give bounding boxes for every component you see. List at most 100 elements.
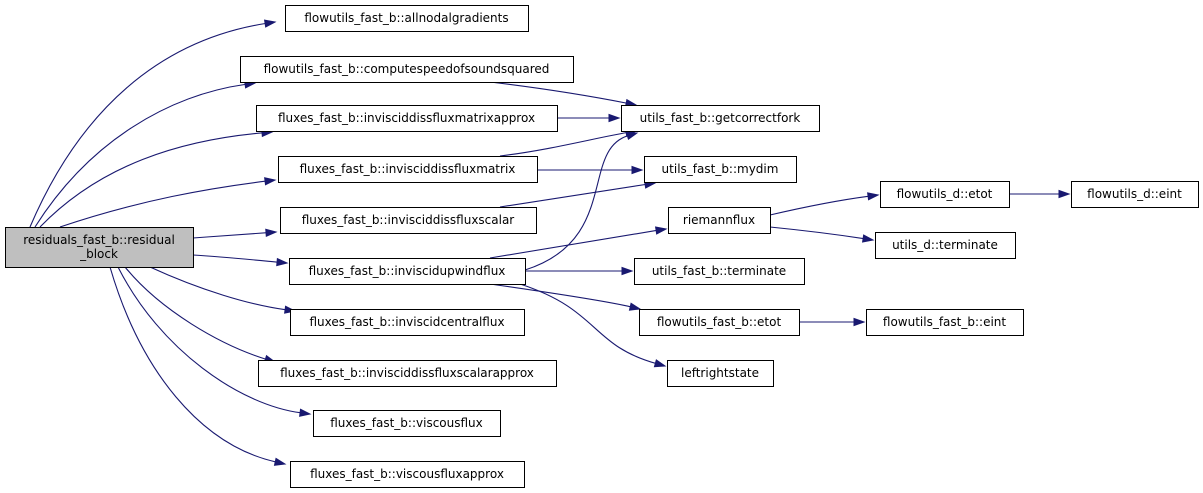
arrowhead-icon (861, 234, 875, 243)
edge-riemannflux-to-etot_d (769, 192, 880, 216)
arrowhead-icon (608, 113, 621, 123)
arrowhead-icon (263, 19, 277, 28)
node-label: fluxes_fast_b::inviscidupwindflux (309, 264, 506, 278)
node-terminate_d[interactable]: utils_d::terminate (875, 232, 1016, 259)
edge-line (519, 283, 657, 365)
node-box[interactable] (289, 258, 526, 285)
node-etot_d[interactable]: flowutils_d::etot (880, 181, 1010, 208)
node-box[interactable] (240, 56, 574, 83)
node-inviscidissfluxmatrixapprox[interactable]: fluxes_fast_b::invisciddissfluxmatrixapp… (256, 105, 558, 132)
node-box[interactable] (258, 360, 557, 387)
node-box[interactable] (313, 410, 501, 437)
node-root[interactable]: residuals_fast_b::residual_block (5, 227, 194, 268)
node-box[interactable] (667, 360, 774, 387)
node-box[interactable] (285, 5, 529, 32)
edge-etot_fast-to-eint_fast (799, 317, 866, 327)
node-allnodalgradients[interactable]: flowutils_fast_b::allnodalgradients (285, 5, 529, 32)
node-box[interactable] (639, 309, 800, 336)
node-label: utils_fast_b::getcorrectfork (640, 111, 801, 125)
node-label: fluxes_fast_b::invisciddissfluxscalarapp… (280, 366, 534, 380)
edge-inviscidissfluxmatrix-to-mydim (537, 165, 644, 175)
edge-root-to-inviscidissfluxscalar (192, 228, 278, 239)
node-etot_fast[interactable]: flowutils_fast_b::etot (639, 309, 800, 336)
edge-line (769, 195, 870, 216)
node-box[interactable] (634, 258, 805, 285)
node-box[interactable] (668, 207, 771, 234)
edge-line (34, 83, 247, 228)
edge-line (39, 132, 264, 228)
node-box[interactable] (880, 181, 1010, 208)
node-label: fluxes_fast_b::viscousfluxapprox (310, 467, 504, 481)
nodes-layer: residuals_fast_b::residual_blockflowutil… (5, 5, 1199, 488)
node-viscousfluxapprox[interactable]: fluxes_fast_b::viscousfluxapprox (290, 461, 525, 488)
node-terminate_fast[interactable]: utils_fast_b::terminate (634, 258, 805, 285)
node-label: residuals_fast_b::residual (23, 233, 175, 247)
edge-etot_d-to-eint_d (1008, 189, 1071, 199)
node-inviscidcentralflux[interactable]: fluxes_fast_b::inviscidcentralflux (290, 309, 525, 336)
arrowhead-icon (853, 317, 866, 327)
node-box[interactable] (256, 105, 558, 132)
node-eint_d[interactable]: flowutils_d::eint (1071, 181, 1199, 208)
node-getcorrectfork[interactable]: utils_fast_b::getcorrectfork (621, 105, 820, 132)
node-box[interactable] (290, 309, 525, 336)
edge-line (117, 266, 302, 414)
node-box[interactable] (5, 227, 194, 268)
node-label: flowutils_fast_b::etot (657, 315, 782, 329)
arrowhead-icon (654, 226, 668, 235)
edge-inviscidupwindflux-to-leftrightstate (519, 283, 667, 368)
arrowhead-icon (625, 131, 639, 141)
edge-line (109, 266, 277, 463)
edge-line (489, 229, 658, 259)
edge-root-to-inviscidcentralflux (149, 266, 297, 314)
node-box[interactable] (875, 232, 1016, 259)
node-label: riemannflux (683, 213, 755, 227)
edges-layer (29, 19, 1071, 466)
node-box[interactable] (1071, 181, 1199, 208)
node-box[interactable] (290, 461, 525, 488)
arrowhead-icon (867, 192, 880, 201)
node-inviscidissfluxscalar[interactable]: fluxes_fast_b::invisciddissfluxscalar (280, 207, 537, 234)
node-inviscidissfluxmatrix[interactable]: fluxes_fast_b::invisciddissfluxmatrix (278, 156, 538, 183)
node-box[interactable] (866, 309, 1024, 336)
node-box[interactable] (278, 156, 538, 183)
edge-line (489, 283, 632, 308)
node-label: fluxes_fast_b::viscousflux (330, 416, 483, 430)
node-label: flowutils_fast_b::eint (883, 315, 1007, 329)
node-label: utils_fast_b::terminate (652, 264, 786, 278)
node-riemannflux[interactable]: riemannflux (668, 207, 771, 234)
node-label: fluxes_fast_b::invisciddissfluxscalar (302, 213, 515, 227)
edge-root-to-inviscidupwindflux (192, 254, 289, 267)
node-viscousflux[interactable]: fluxes_fast_b::viscousflux (313, 410, 501, 437)
node-label: leftrightstate (681, 366, 759, 380)
edge-line (59, 180, 267, 228)
node-box[interactable] (621, 105, 820, 132)
arrowhead-icon (631, 165, 644, 175)
edge-root-to-allnodalgradients (29, 19, 277, 228)
edge-line (29, 22, 267, 228)
edge-root-to-computespeedofsoundsquared (34, 80, 257, 228)
edge-line (192, 232, 268, 239)
node-label: fluxes_fast_b::inviscidcentralflux (309, 315, 504, 329)
node-mydim[interactable]: utils_fast_b::mydim (644, 156, 797, 183)
arrowhead-icon (621, 266, 634, 276)
node-label: fluxes_fast_b::invisciddissfluxmatrixapp… (278, 111, 535, 125)
edge-line (769, 226, 865, 240)
node-leftrightstate[interactable]: leftrightstate (667, 360, 774, 387)
node-box[interactable] (280, 207, 537, 234)
edge-inviscidupwindflux-to-terminate_fast (524, 266, 634, 276)
node-computespeedofsoundsquared[interactable]: flowutils_fast_b::computespeedofsoundsqu… (240, 56, 574, 83)
edge-inviscidupwindflux-to-etot_fast (489, 283, 642, 311)
node-inviscidupwindflux[interactable]: fluxes_fast_b::inviscidupwindflux (289, 258, 526, 285)
node-inviscidissfluxscalarapprox[interactable]: fluxes_fast_b::invisciddissfluxscalarapp… (258, 360, 557, 387)
node-label: flowutils_d::eint (1087, 187, 1182, 201)
node-label: utils_d::terminate (892, 238, 998, 252)
node-box[interactable] (644, 156, 797, 183)
edge-line (524, 135, 629, 271)
edge-line (124, 266, 267, 360)
node-eint_fast[interactable]: flowutils_fast_b::eint (866, 309, 1024, 336)
edge-line (489, 81, 628, 104)
node-label: flowutils_fast_b::allnodalgradients (304, 11, 508, 25)
edge-line (499, 131, 628, 157)
edge-inviscidissfluxmatrixapprox-to-getcorrectfork (557, 113, 621, 123)
arrowhead-icon (276, 257, 289, 267)
